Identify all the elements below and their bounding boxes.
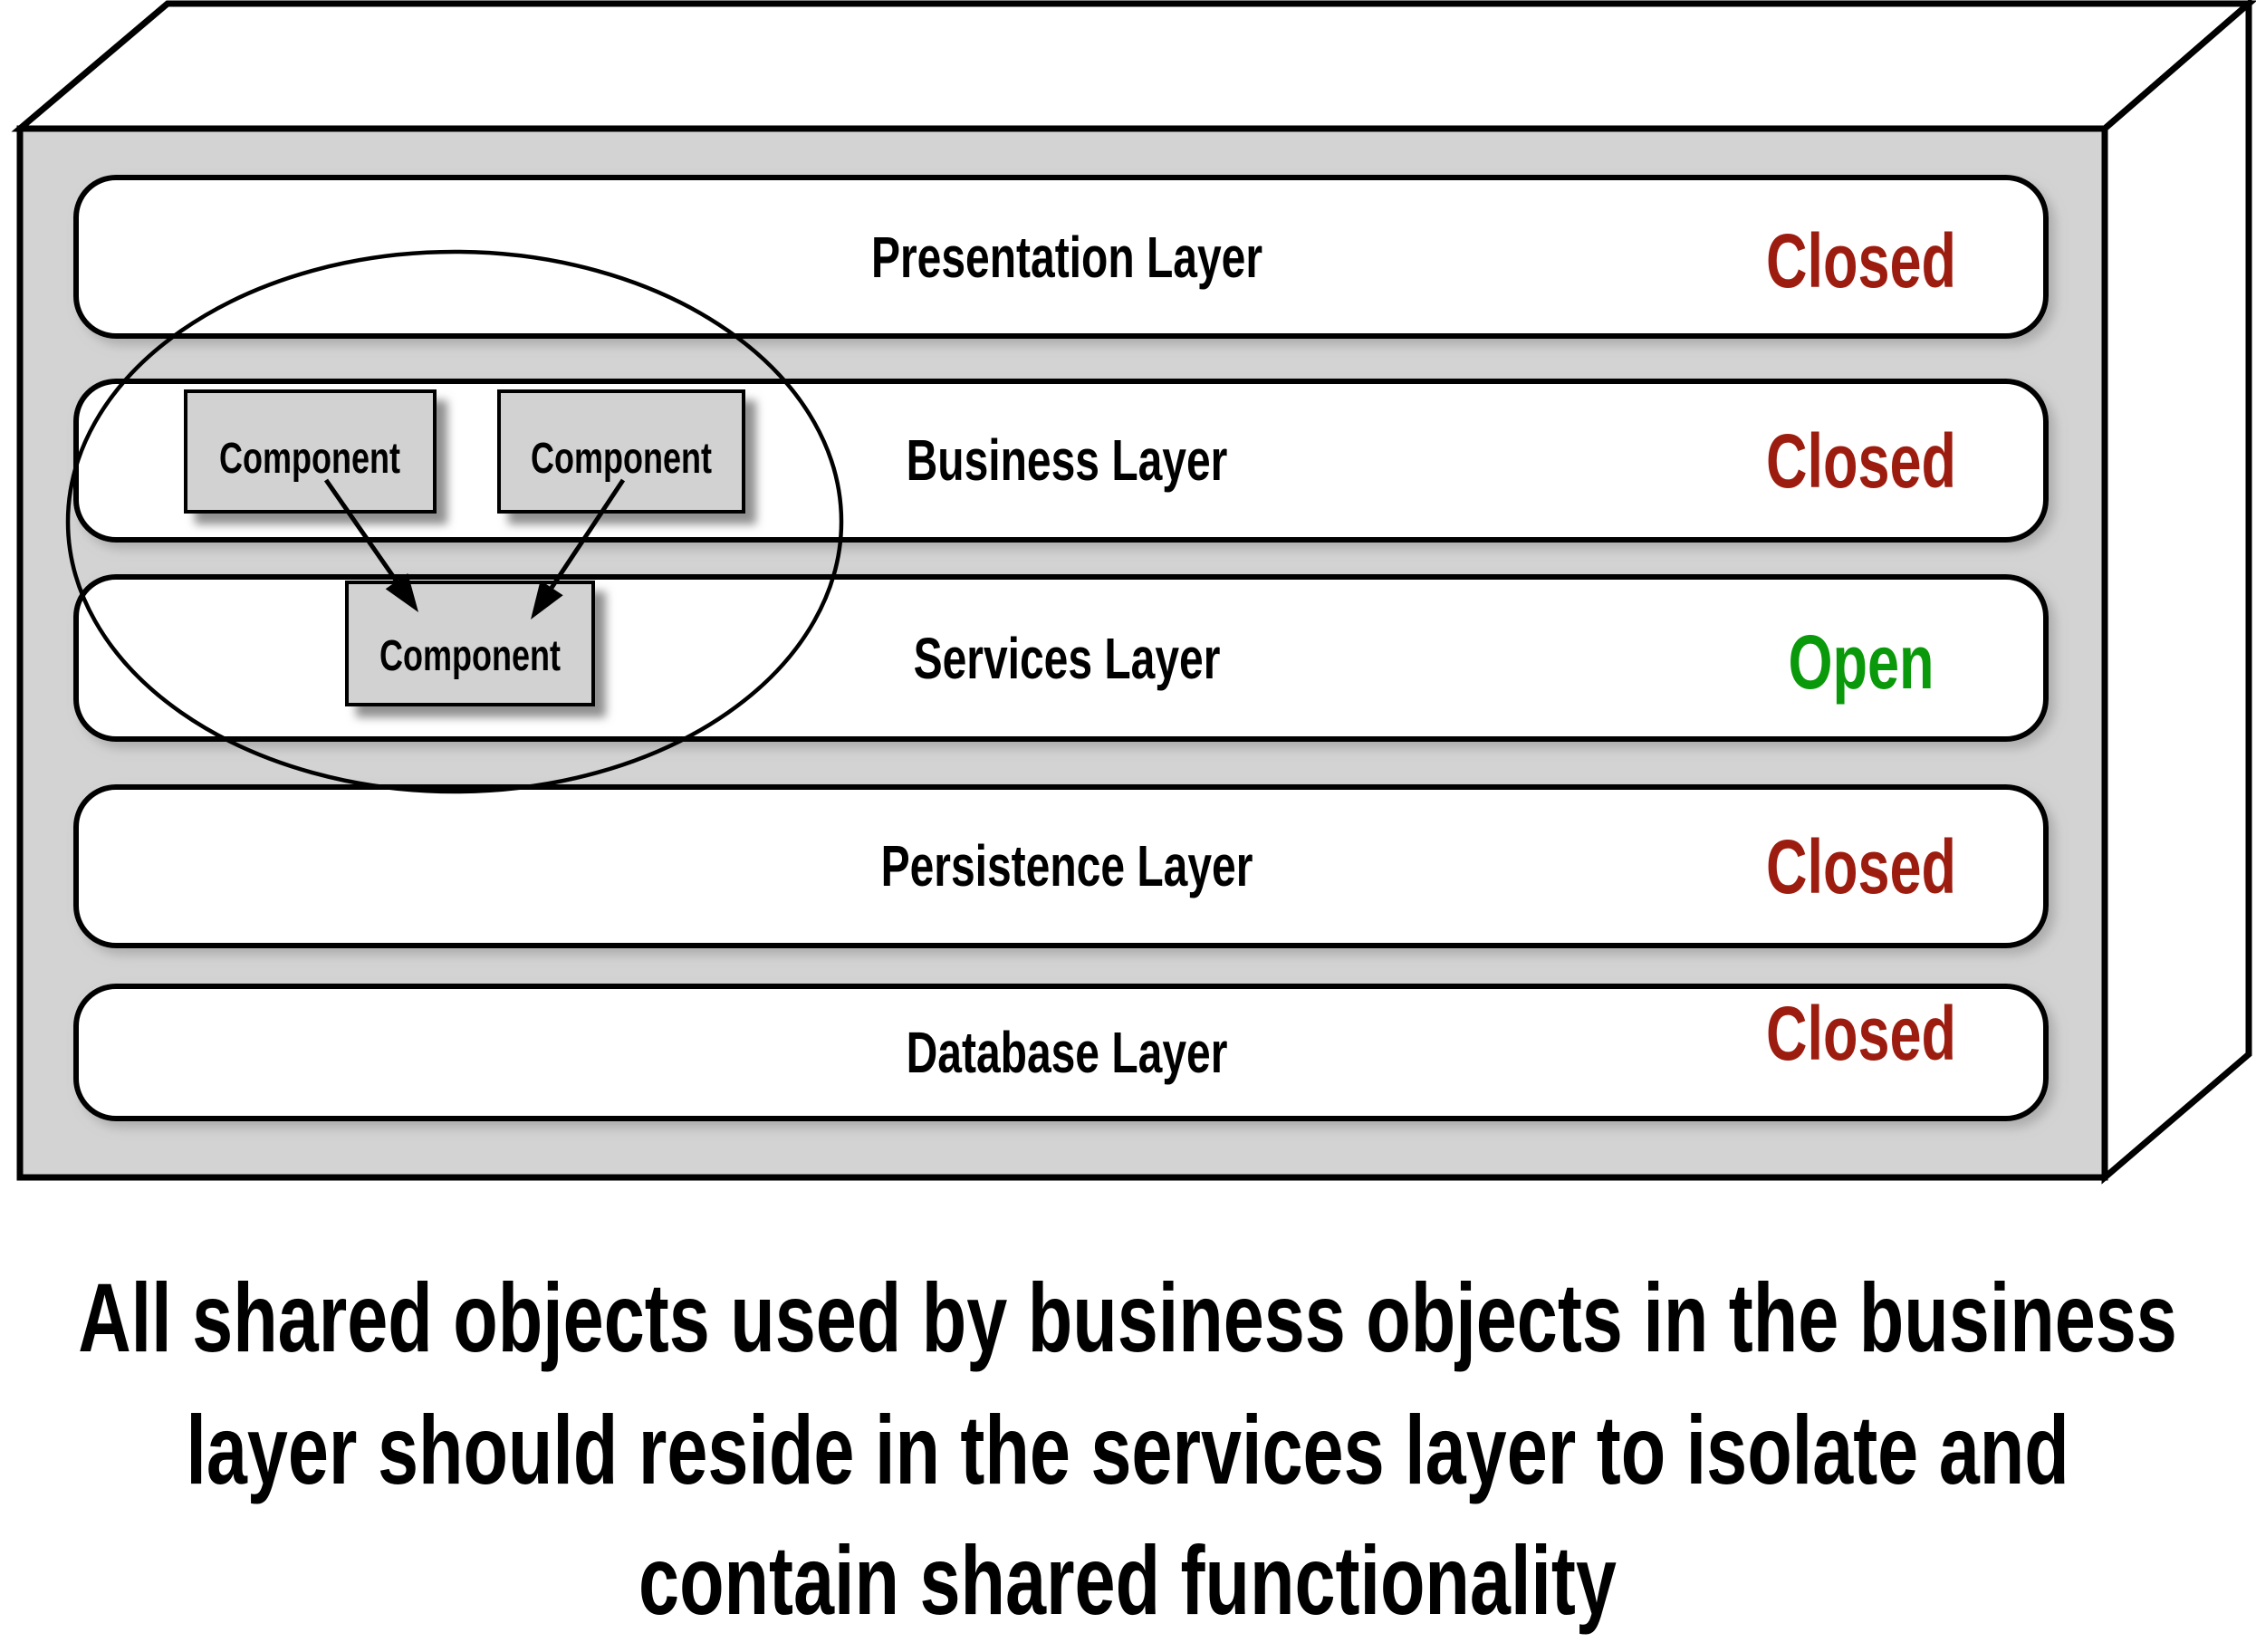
layer-name-label: Database Layer <box>907 1020 1228 1084</box>
shared-objects-ellipse <box>65 249 844 794</box>
component-box <box>497 389 745 514</box>
caption: All shared objects used by business obje… <box>78 1264 2177 1636</box>
layer-status-label: Closed <box>1766 824 1956 909</box>
layer-panel <box>73 175 2049 339</box>
layer-panel <box>73 984 2049 1121</box>
layer-row-database: Database Layer Closed <box>73 984 2049 1121</box>
arrow-head <box>385 573 418 612</box>
layer-name-label: Services Layer <box>914 626 1221 690</box>
caption-line-1: All shared objects used by business obje… <box>78 1264 2177 1373</box>
component-box <box>184 389 437 514</box>
layer-status-label: Open <box>1789 620 1934 705</box>
layer-name-label: Presentation Layer <box>871 225 1262 289</box>
arrow-line <box>323 478 399 583</box>
layer-panel <box>73 784 2049 948</box>
layer-status-label: Closed <box>1766 991 1956 1076</box>
box-right-face <box>2101 0 2252 1185</box>
component-label: Component <box>531 434 712 482</box>
arrow-line <box>549 478 626 590</box>
layer-name-label: Persistence Layer <box>881 833 1253 898</box>
layer-status-label: Closed <box>1766 418 1956 504</box>
layer-status-label: Closed <box>1766 218 1956 303</box>
component-label: Component <box>379 631 561 679</box>
caption-line-2: layer should reside in the services laye… <box>186 1397 2069 1505</box>
component-label: Component <box>219 434 400 482</box>
dependency-arrow-right <box>531 478 626 620</box>
business-component-left: Component <box>184 389 437 514</box>
caption-line-3: contain shared functionality <box>638 1527 1617 1636</box>
business-component-right: Component <box>497 389 745 514</box>
arrow-head <box>531 580 563 620</box>
layer-row-presentation: Presentation Layer Closed <box>73 175 2049 339</box>
layer-row-persistence: Persistence Layer Closed <box>73 784 2049 948</box>
services-shared-component: Component <box>345 581 595 706</box>
layer-name-label: Business Layer <box>907 427 1228 492</box>
box-top-face <box>11 0 2256 132</box>
dependency-arrow-left <box>323 478 418 612</box>
